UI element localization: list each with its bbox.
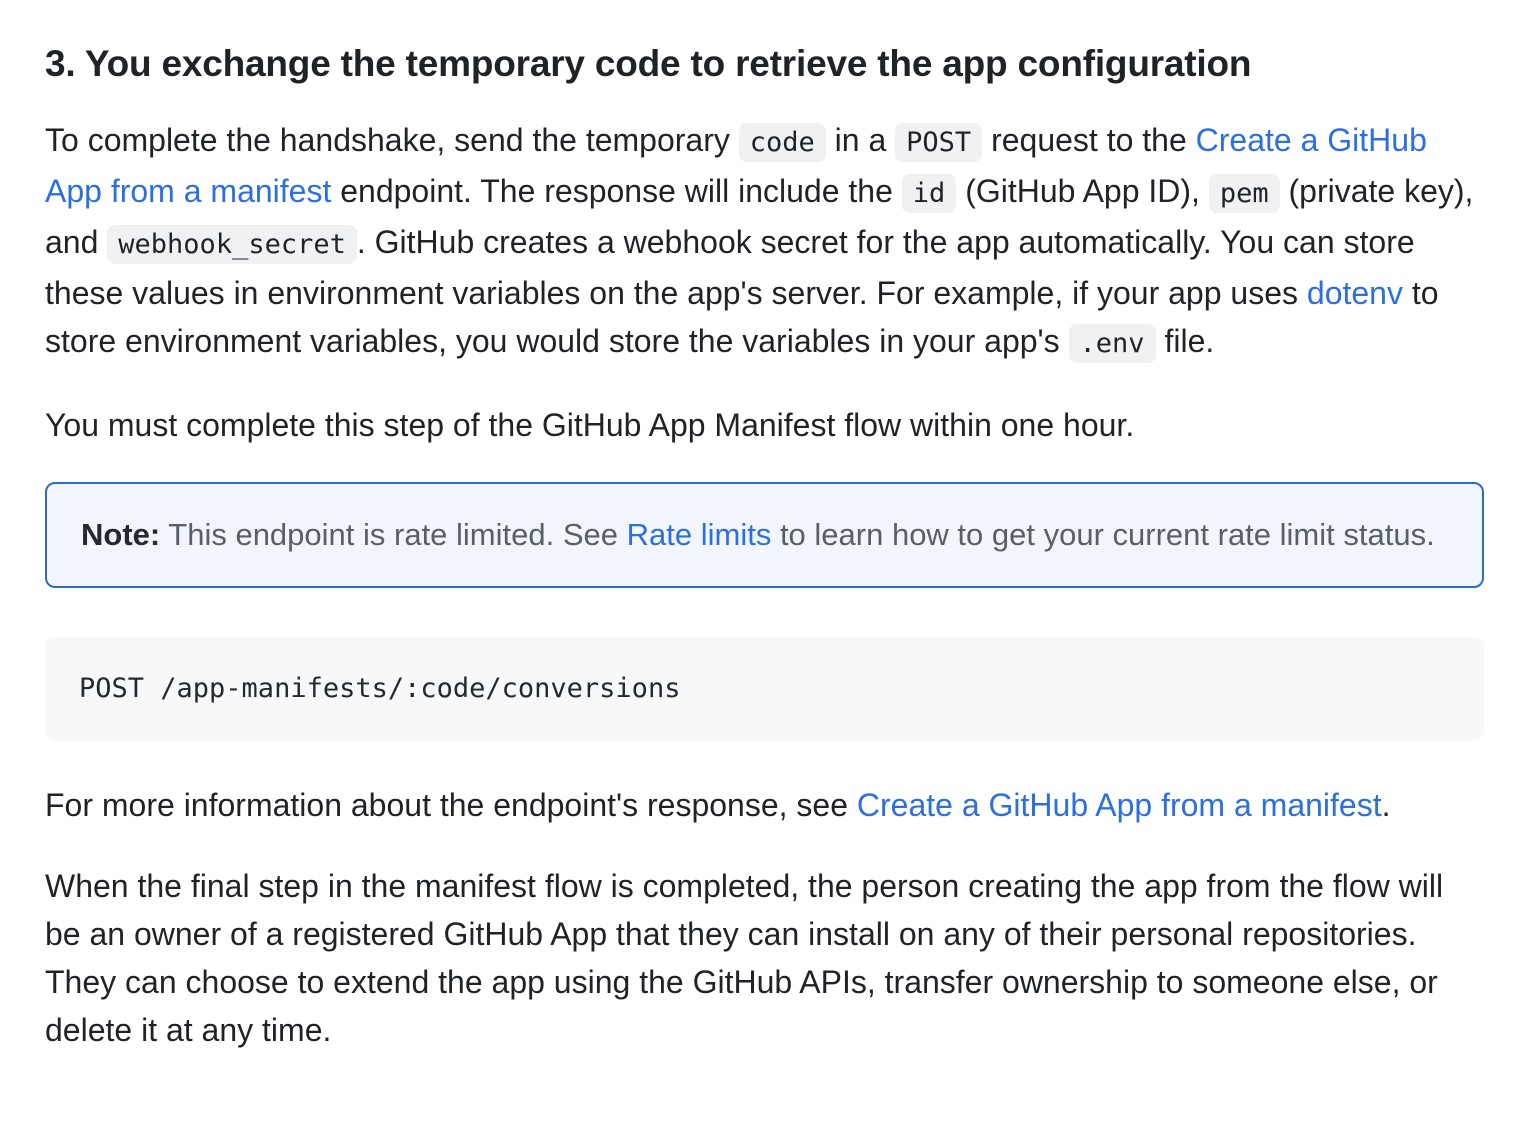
paragraph-text: . GitHub creates a webhook secret for th…	[45, 224, 1415, 312]
inline-code-webhook-secret: webhook_secret	[107, 225, 357, 265]
one-hour-paragraph: You must complete this step of the GitHu…	[45, 401, 1484, 449]
paragraph-text: You must complete this step of the GitHu…	[45, 407, 1135, 444]
note-label: Note:	[81, 517, 161, 553]
note-callout: Note: This endpoint is rate limited. See…	[45, 482, 1484, 589]
paragraph-text: To complete the handshake, send the temp…	[45, 122, 739, 159]
paragraph-text: file.	[1155, 323, 1215, 360]
paragraph-text: For more information about the endpoint'…	[45, 787, 857, 824]
paragraph-text: to store environment variables, you woul…	[45, 275, 1439, 360]
link-create-github-app-from-manifest[interactable]: Create a GitHub App from a manifest	[45, 122, 1427, 210]
code-block: POST /app-manifests/:code/conversions	[45, 637, 1484, 742]
note-text: This endpoint is rate limited. See	[160, 517, 627, 553]
more-info-paragraph: For more information about the endpoint'…	[45, 781, 1484, 829]
link-create-github-app-from-manifest-2[interactable]: Create a GitHub App from a manifest	[856, 787, 1382, 824]
paragraph-text: (GitHub App ID),	[956, 173, 1209, 210]
note-text: to learn how to get your current rate li…	[771, 517, 1435, 553]
final-step-paragraph: When the final step in the manifest flow…	[45, 862, 1484, 1054]
paragraph-text: in a	[825, 122, 896, 159]
code-block-text: POST /app-manifests/:code/conversions	[79, 673, 681, 705]
paragraph-text: request to the	[982, 122, 1196, 159]
handshake-paragraph: To complete the handshake, send the temp…	[45, 116, 1484, 368]
link-rate-limits[interactable]: Rate limits	[626, 517, 772, 553]
section-heading: 3. You exchange the temporary code to re…	[45, 43, 1252, 84]
paragraph-text: endpoint. The response will include the	[331, 173, 902, 210]
link-dotenv[interactable]: dotenv	[1306, 275, 1403, 312]
inline-code-id: id	[901, 174, 957, 214]
paragraph-text: When the final step in the manifest flow…	[45, 868, 1444, 1049]
inline-code-post: POST	[895, 123, 983, 163]
inline-code-env-file: .env	[1068, 324, 1156, 364]
inline-code-code: code	[738, 123, 826, 163]
paragraph-text: .	[1381, 787, 1391, 824]
inline-code-pem: pem	[1208, 174, 1280, 214]
paragraph-text: (private key), and	[45, 173, 1474, 261]
